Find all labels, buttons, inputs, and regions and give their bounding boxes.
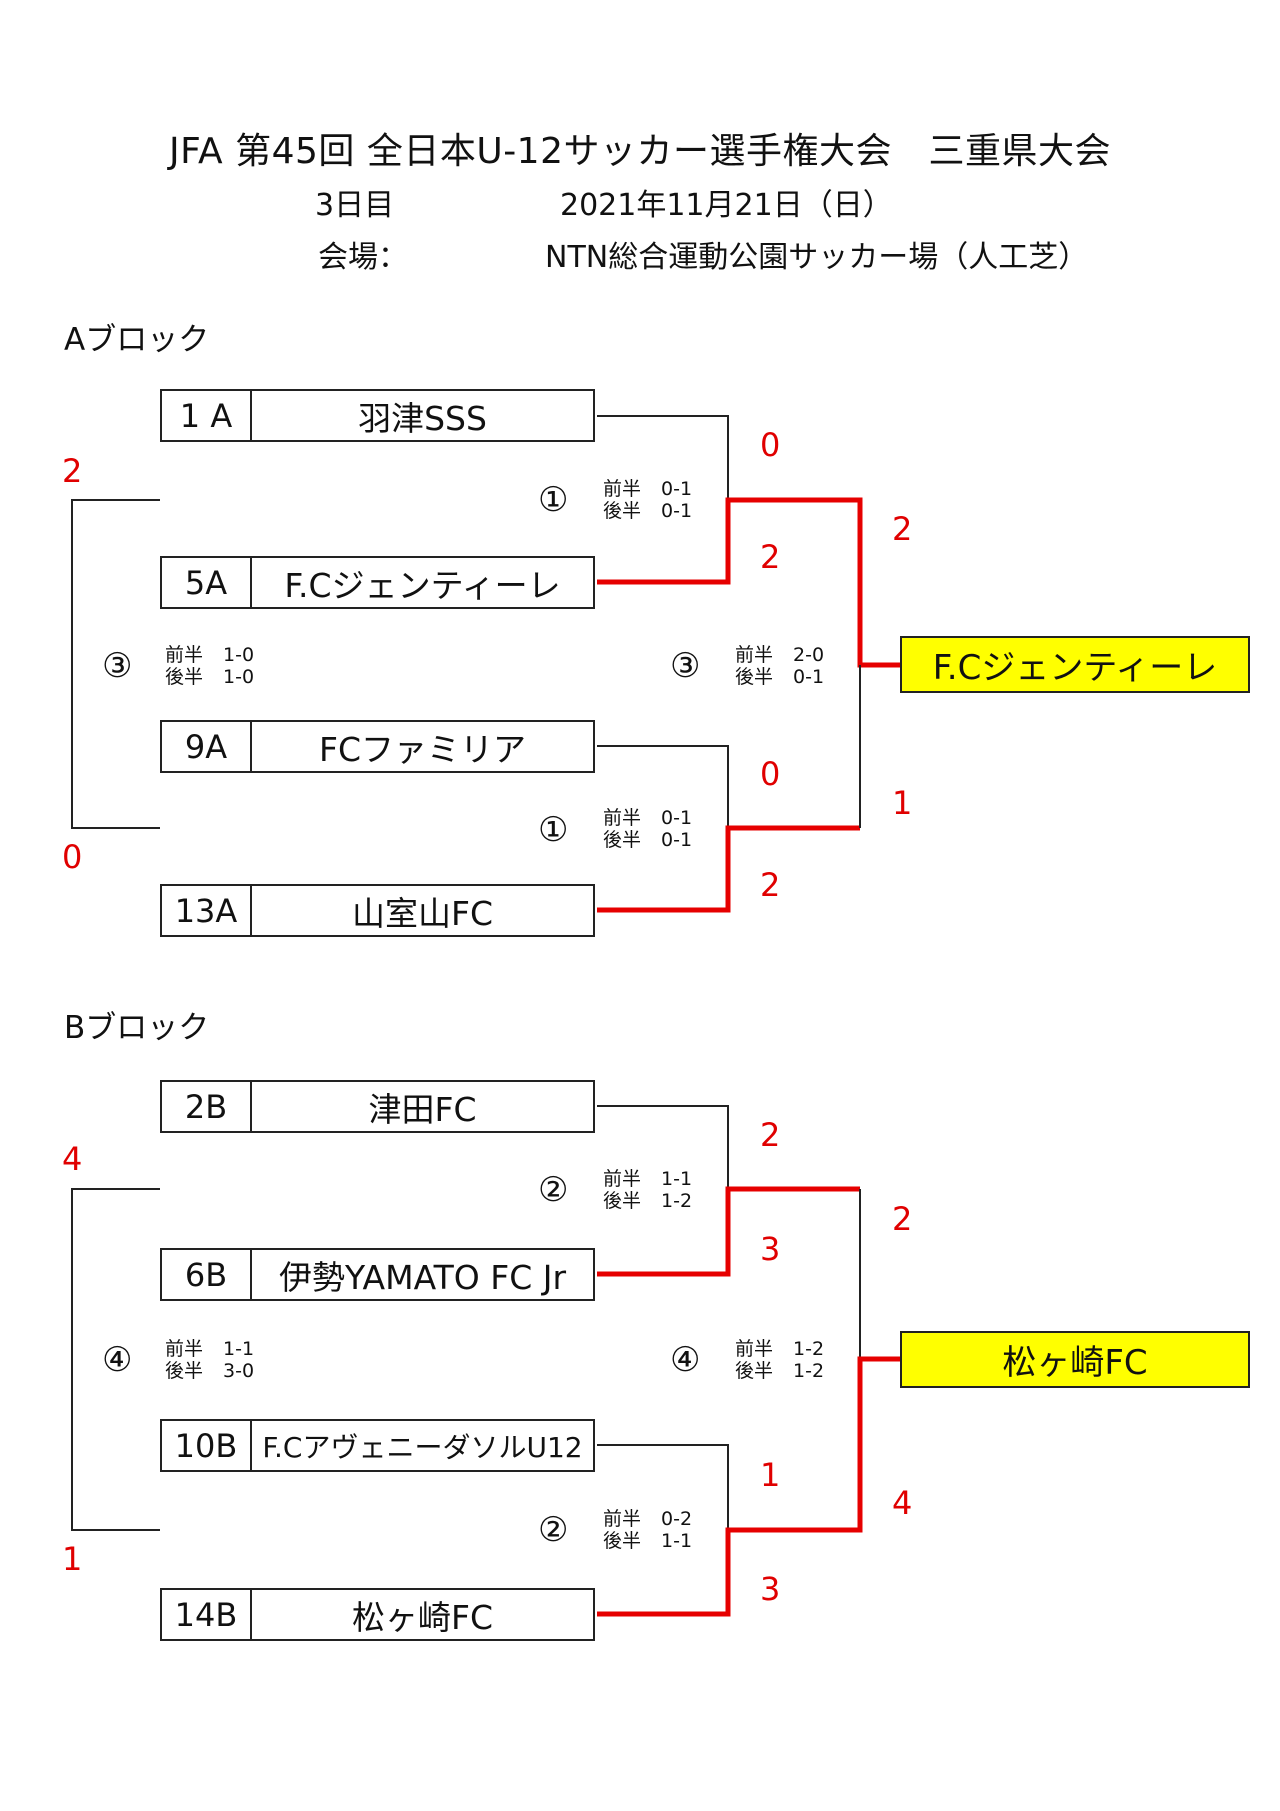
team-box: 5A F.Cジェンティーレ [160, 556, 595, 609]
match-score: 2 [760, 538, 781, 576]
match-score: 2 [760, 1116, 781, 1154]
match-score: 0 [760, 426, 781, 464]
team-seed: 10B [162, 1421, 252, 1470]
team-seed: 5A [162, 558, 252, 607]
match-marker: ④ [670, 1340, 701, 1380]
team-seed: 6B [162, 1250, 252, 1299]
bracket-line-winner [597, 1356, 900, 1617]
team-seed: 2B [162, 1082, 252, 1131]
bracket-line [71, 1188, 160, 1531]
bracket-line-winner [597, 1186, 860, 1277]
team-seed: 1 A [162, 391, 252, 440]
team-box: 1 A 羽津SSS [160, 389, 595, 442]
match-marker: ③ [670, 646, 701, 686]
match-score: 4 [62, 1140, 83, 1178]
date-label: 2021年11月21日（日） [560, 188, 893, 223]
bracket-line [597, 1444, 729, 1530]
block-a-title: Aブロック [64, 322, 210, 358]
match-marker: ① [538, 480, 569, 520]
match-marker: ① [538, 810, 569, 850]
match-marker: ② [538, 1170, 569, 1210]
match-score: 2 [892, 510, 913, 548]
team-seed: 14B [162, 1590, 252, 1639]
team-box: 10B F.CアヴェニーダソルU12 [160, 1419, 595, 1472]
team-name: 山室山FC [351, 893, 494, 933]
match-score: 4 [892, 1484, 913, 1522]
match-score: 2 [892, 1200, 913, 1238]
team-box: 13A 山室山FC [160, 884, 595, 937]
team-name: 松ヶ崎FC [351, 1597, 494, 1637]
venue-label: 会場： [318, 240, 408, 275]
team-name: F.Cジェンティーレ [284, 565, 561, 605]
block-b-title: Bブロック [64, 1010, 210, 1046]
team-box: 9A FCファミリア [160, 720, 595, 773]
match-score: 1 [760, 1456, 781, 1494]
bracket-line [597, 1105, 729, 1189]
team-box: 2B 津田FC [160, 1080, 595, 1133]
match-score: 0 [760, 755, 781, 793]
team-name: FCファミリア [318, 729, 527, 769]
match-score: 2 [62, 452, 83, 490]
bracket-line-winner [597, 825, 860, 913]
match-marker: ② [538, 1510, 569, 1550]
block-a-winner: F.Cジェンティーレ [900, 636, 1250, 693]
match-score: 3 [760, 1570, 781, 1608]
team-name: 津田FC [368, 1089, 477, 1129]
team-seed: 9A [162, 722, 252, 771]
team-name: F.CアヴェニーダソルU12 [262, 1430, 583, 1464]
bracket-line [597, 745, 729, 828]
team-seed: 13A [162, 886, 252, 935]
bracket-line [597, 415, 729, 500]
team-name: 羽津SSS [358, 398, 487, 438]
match-score: 2 [760, 866, 781, 904]
bracket-line [71, 499, 160, 829]
day-label: 3日目 [315, 188, 395, 223]
match-score: 0 [62, 838, 83, 876]
team-box: 6B 伊勢YAMATO FC Jr [160, 1248, 595, 1301]
tournament-title: JFA 第45回 全日本U-12サッカー選手権大会 三重県大会 [169, 131, 1111, 172]
block-b-winner: 松ヶ崎FC [900, 1331, 1250, 1388]
venue-name: NTN総合運動公園サッカー場（人工芝） [545, 240, 1089, 275]
bracket-line-winner [597, 497, 900, 668]
match-marker: ③ [102, 646, 133, 686]
match-score: 1 [892, 784, 913, 822]
team-box: 14B 松ヶ崎FC [160, 1588, 595, 1641]
match-score: 1 [62, 1540, 83, 1578]
match-score: 3 [760, 1230, 781, 1268]
match-marker: ④ [102, 1340, 133, 1380]
team-name: 伊勢YAMATO FC Jr [278, 1257, 567, 1297]
